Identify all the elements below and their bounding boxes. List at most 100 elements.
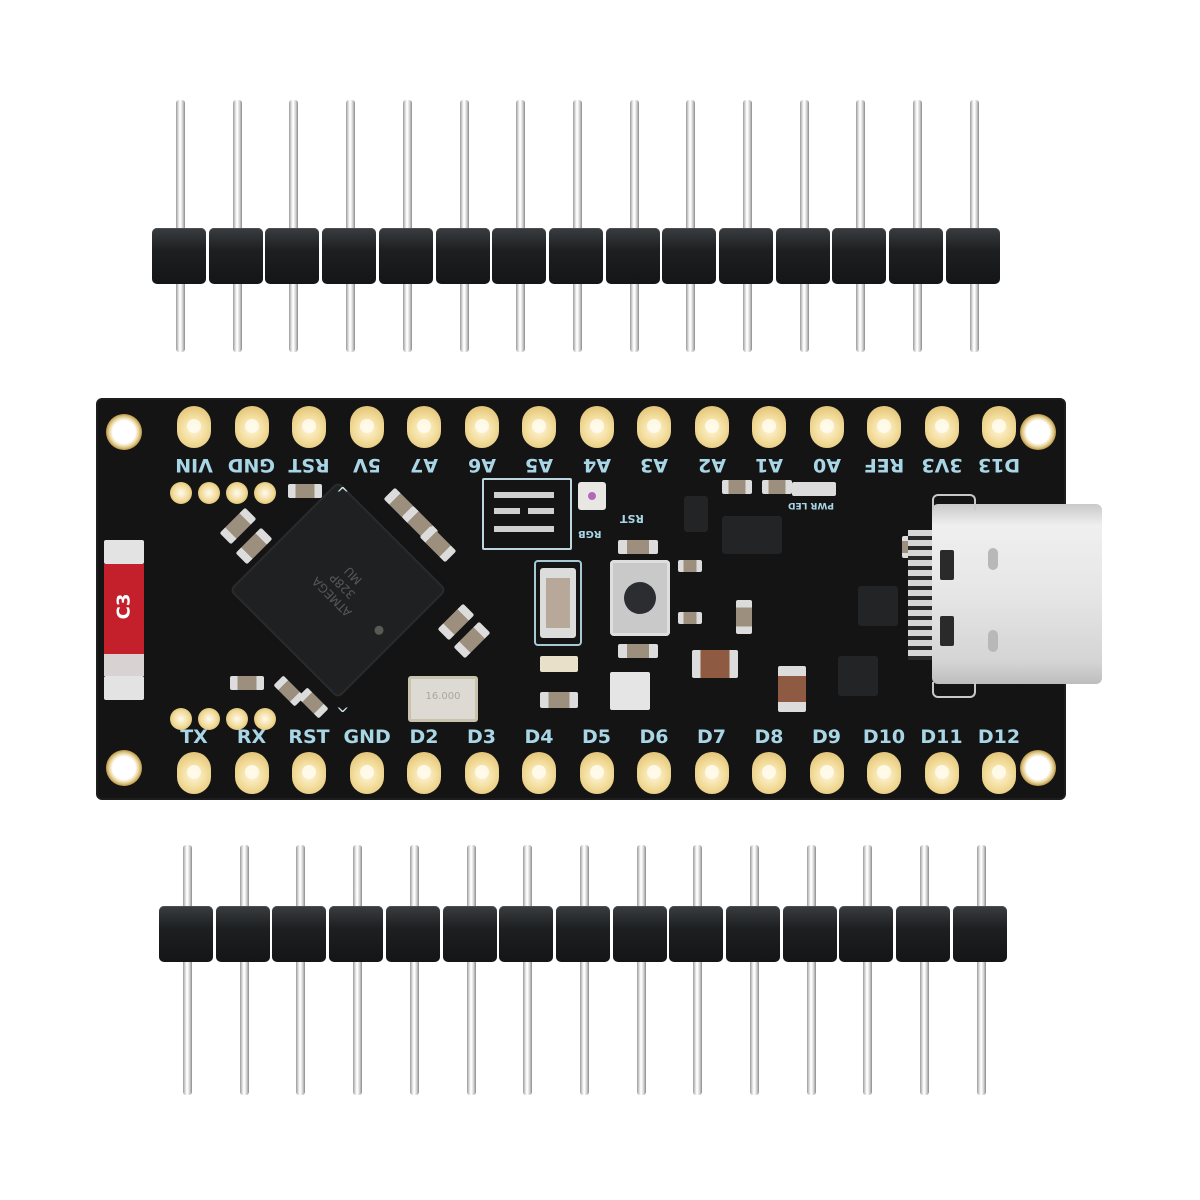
solder-pad bbox=[234, 752, 269, 794]
pin-label: D8 bbox=[754, 726, 784, 748]
solder-pad bbox=[522, 406, 556, 448]
header-pin bbox=[289, 100, 299, 352]
header-plastic-block bbox=[215, 906, 270, 962]
solder-pad bbox=[407, 406, 441, 448]
solder-pad bbox=[867, 752, 901, 794]
solder-pad bbox=[637, 752, 671, 794]
header-pin bbox=[466, 845, 476, 1095]
header-pin bbox=[976, 845, 986, 1095]
header-plastic-block bbox=[322, 228, 377, 284]
pin-label: D11 bbox=[920, 726, 963, 748]
header-pin bbox=[863, 845, 873, 1095]
pin-label: TX bbox=[180, 726, 208, 748]
solder-pad bbox=[867, 406, 901, 448]
pin-label: 3V3 bbox=[920, 454, 963, 476]
fuse-marking: C3 bbox=[113, 593, 135, 620]
solder-pad bbox=[177, 406, 211, 448]
pin-label: GND bbox=[343, 726, 391, 748]
header-plastic-block bbox=[605, 228, 660, 284]
header-plastic-block bbox=[612, 906, 667, 962]
header-pin bbox=[636, 845, 646, 1095]
header-plastic-block bbox=[152, 228, 206, 284]
solder-pad bbox=[177, 752, 211, 794]
pin-label: A5 bbox=[525, 454, 553, 476]
solder-pad bbox=[809, 752, 844, 794]
header-plastic-block bbox=[442, 906, 497, 962]
header-pin bbox=[176, 100, 185, 352]
header-plastic-block bbox=[662, 228, 717, 284]
solder-pad bbox=[637, 406, 671, 448]
pin-label: D6 bbox=[639, 726, 669, 748]
mounting-hole-bottom-left bbox=[106, 750, 142, 786]
header-pin bbox=[856, 100, 866, 352]
header-pin bbox=[459, 100, 469, 352]
pin-label: D5 bbox=[582, 726, 611, 748]
header-plastic-block bbox=[555, 906, 610, 962]
header-plastic-block bbox=[839, 906, 894, 962]
header-pin bbox=[913, 100, 923, 352]
pin-label: RST bbox=[288, 726, 330, 748]
solder-pad bbox=[579, 752, 614, 794]
solder-pad bbox=[694, 406, 729, 448]
header-pin bbox=[750, 845, 759, 1095]
pin-label: D3 bbox=[467, 726, 496, 748]
solder-pad bbox=[464, 406, 499, 448]
header-plastic-block bbox=[385, 906, 440, 962]
header-plastic-block bbox=[669, 906, 724, 962]
header-pin bbox=[232, 100, 242, 352]
header-pin bbox=[799, 100, 809, 352]
header-plastic-block bbox=[378, 228, 433, 284]
header-pin bbox=[239, 845, 249, 1095]
crystal-oscillator: 16.000 bbox=[408, 676, 478, 722]
solder-pad bbox=[292, 406, 326, 448]
header-pin bbox=[296, 845, 306, 1095]
rst-label: RST bbox=[620, 512, 644, 525]
solder-pad bbox=[349, 406, 384, 448]
header-plastic-block bbox=[782, 906, 837, 962]
solder-pad bbox=[292, 752, 326, 794]
pin-label: D7 bbox=[697, 726, 726, 748]
mounting-hole-top-right bbox=[1020, 414, 1056, 450]
usb-c-connector[interactable] bbox=[904, 490, 1104, 700]
pin-label: D9 bbox=[812, 726, 841, 748]
solder-pad bbox=[234, 406, 269, 448]
header-plastic-block bbox=[329, 906, 384, 962]
pin-label: A0 bbox=[812, 454, 841, 476]
header-plastic-block bbox=[945, 228, 1000, 284]
pin-label: A4 bbox=[582, 454, 611, 476]
header-pin bbox=[806, 845, 816, 1095]
solder-pad bbox=[522, 752, 556, 794]
reset-button[interactable] bbox=[610, 560, 670, 636]
header-pin bbox=[686, 100, 696, 352]
header-plastic-block bbox=[548, 228, 603, 284]
pin-label: A1 bbox=[755, 454, 783, 476]
solder-pad bbox=[579, 406, 614, 448]
header-pin bbox=[920, 845, 930, 1095]
pin-label: A3 bbox=[640, 454, 668, 476]
header-pin bbox=[743, 100, 752, 352]
pin-label: RST bbox=[288, 454, 330, 476]
pin-label: GND bbox=[227, 454, 275, 476]
header-plastic-block bbox=[208, 228, 263, 284]
header-plastic-block bbox=[499, 906, 554, 962]
header-pin bbox=[346, 100, 356, 352]
header-pin bbox=[629, 100, 639, 352]
solder-pad bbox=[982, 752, 1016, 794]
header-plastic-block bbox=[272, 906, 327, 962]
solder-pad bbox=[752, 406, 786, 448]
header-plastic-block bbox=[159, 906, 213, 962]
header-pin bbox=[693, 845, 703, 1095]
rgb-led bbox=[578, 482, 606, 510]
pin-label: REF bbox=[863, 454, 905, 476]
pin-label: RX bbox=[236, 726, 267, 748]
solder-pad bbox=[982, 406, 1016, 448]
header-pin bbox=[353, 845, 363, 1095]
header-pin bbox=[969, 100, 979, 352]
pin-label: A2 bbox=[697, 454, 726, 476]
header-plastic-block bbox=[832, 228, 887, 284]
header-pin bbox=[183, 845, 192, 1095]
header-pin bbox=[409, 845, 419, 1095]
header-plastic-block bbox=[265, 228, 320, 284]
pin-label: D2 bbox=[409, 726, 439, 748]
header-plastic-block bbox=[435, 228, 490, 284]
